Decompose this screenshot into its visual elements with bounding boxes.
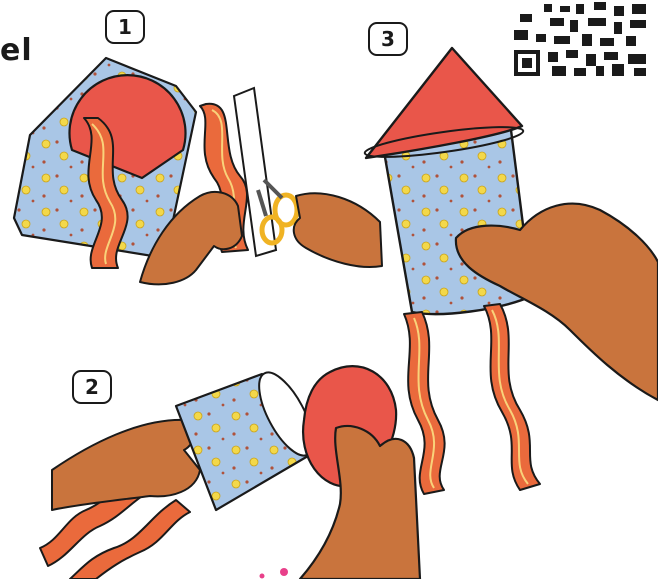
orange-streamer-right bbox=[484, 304, 540, 490]
step-number-badge: 1 bbox=[105, 10, 145, 44]
right-hand bbox=[294, 193, 382, 267]
qr-code-icon[interactable] bbox=[510, 0, 652, 80]
step-number-badge: 2 bbox=[72, 370, 112, 404]
left-hand-step-2 bbox=[52, 420, 200, 510]
page-title-fragment: el bbox=[0, 33, 33, 68]
step-number-badge: 3 bbox=[368, 22, 408, 56]
pink-dots-decoration bbox=[260, 568, 289, 579]
step-1-illustration bbox=[14, 58, 382, 284]
step-3-illustration bbox=[363, 48, 658, 494]
